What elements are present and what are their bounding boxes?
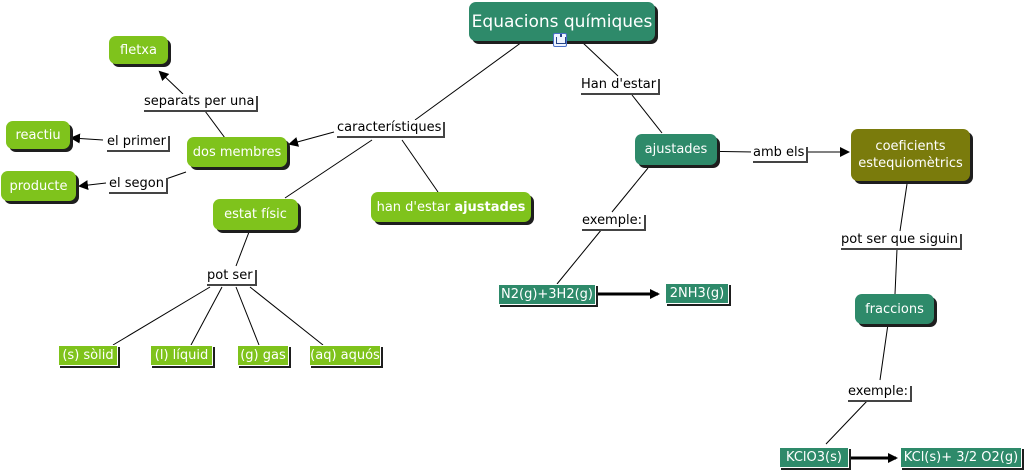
link-separats[interactable]: separats per una — [142, 94, 257, 110]
edge-potser-gas — [235, 286, 260, 346]
han-destar-bold: ajustades — [454, 199, 526, 215]
han-destar-text: han d'estar — [376, 199, 451, 215]
node-fletxa[interactable]: fletxa — [109, 36, 168, 64]
edge-exemple-n2 — [556, 228, 603, 285]
node-coeficients[interactable]: coeficients estequiomètrics — [851, 129, 970, 181]
node-ajustades[interactable]: ajustades — [635, 134, 717, 165]
edge-separats-dosmembres — [204, 110, 226, 139]
link-han-destar[interactable]: Han d'estar — [579, 77, 659, 93]
edge-potser-aquos — [249, 286, 324, 346]
link-exemple-1[interactable]: exemple: — [580, 213, 644, 229]
arrow-car-dosmembres — [288, 131, 335, 147]
node-aquos[interactable]: (aq) aquós — [309, 345, 381, 366]
node-reactiu[interactable]: reactiu — [6, 121, 70, 149]
node-estat-fisic[interactable]: estat físic — [213, 199, 298, 230]
node-fraccions[interactable]: fraccions — [855, 294, 934, 324]
hierarchy-icon[interactable] — [553, 33, 567, 47]
node-kcl[interactable]: KCl(s)+ 3/2 O2(g) — [900, 447, 1022, 468]
edge-coef-potserque — [899, 183, 908, 232]
edge-potserque-fraccions — [894, 248, 898, 295]
node-han-destar-ajustades[interactable]: han d'estar ajustades — [371, 192, 531, 222]
edge-exemple-kclo3 — [825, 399, 869, 445]
edge-title-handestar — [581, 41, 619, 77]
edge-estat-potser — [235, 231, 250, 267]
node-gas[interactable]: (g) gas — [237, 345, 289, 366]
edge-fraccions-exemple — [879, 323, 889, 381]
node-kclo3[interactable]: KClO3(s) — [779, 447, 849, 468]
link-pot-ser[interactable]: pot ser — [205, 268, 255, 284]
edge-car-han — [401, 139, 439, 193]
link-caracteristiques[interactable]: característiques — [335, 120, 444, 136]
node-n2-equation[interactable]: N2(g)+3H2(g) — [498, 284, 596, 305]
link-exemple-2[interactable]: exemple: — [846, 384, 910, 400]
link-el-segon[interactable]: el segon — [107, 176, 166, 192]
edge-ajustades-exemple — [611, 167, 649, 213]
node-producte[interactable]: producte — [1, 171, 76, 201]
node-liquid[interactable]: (l) líquid — [150, 345, 213, 366]
edge-handestar-ajustades — [631, 94, 663, 134]
coeficients-line2: estequiomètrics — [858, 156, 963, 171]
link-amb-els[interactable]: amb els — [751, 145, 807, 161]
link-pot-ser-que-siguin[interactable]: pot ser que siguin — [839, 232, 961, 248]
arrow-separats-fletxa — [158, 70, 184, 95]
edge-potser-solid — [112, 286, 211, 346]
arrow-elprimer-reactiu — [70, 133, 104, 144]
edge-car-estat — [284, 139, 373, 199]
arrow-elsegon-producte — [78, 180, 107, 191]
title-node[interactable]: Equacions químiques — [469, 2, 655, 41]
node-nh3[interactable]: 2NH3(g) — [665, 283, 729, 304]
edge-potser-liquid — [190, 286, 223, 346]
edge-dosmembres-elsegon — [162, 171, 187, 181]
edge-title-caracteristiques — [414, 41, 523, 121]
coeficients-line1: coeficients — [875, 139, 946, 154]
node-solid[interactable]: (s) sòlid — [58, 345, 118, 366]
node-dos-membres[interactable]: dos membres — [187, 137, 287, 167]
link-el-primer[interactable]: el primer — [105, 134, 168, 150]
